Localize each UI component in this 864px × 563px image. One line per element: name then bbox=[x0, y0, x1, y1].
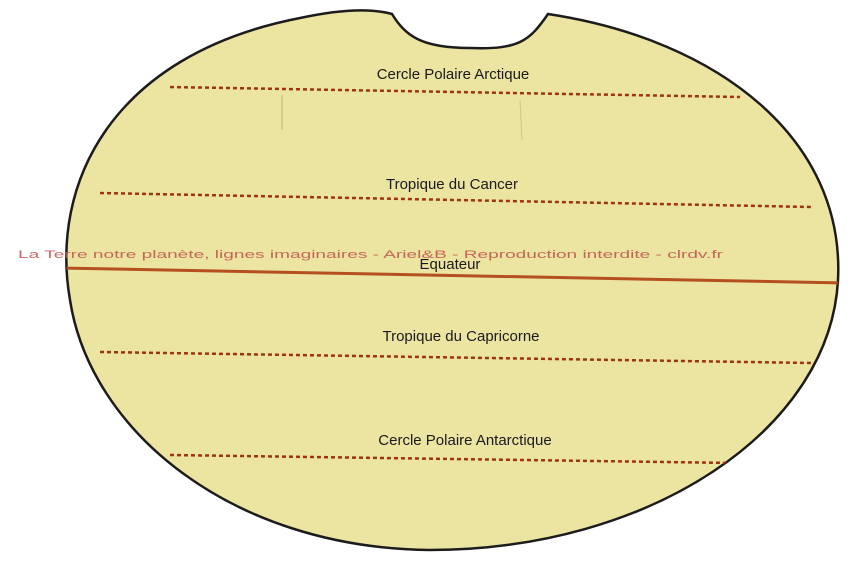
tropic-of-capricorn-label: Tropique du Capricorne bbox=[382, 328, 539, 345]
arctic-circle-label: Cercle Polaire Arctique bbox=[377, 66, 530, 83]
earth-shape bbox=[65, 9, 840, 552]
tropic-of-cancer-label: Tropique du Cancer bbox=[386, 176, 518, 193]
equator-label: Equateur bbox=[420, 256, 481, 273]
watermark-text: La Terre notre planète, lignes imaginair… bbox=[18, 249, 724, 261]
equator-line bbox=[66, 266, 839, 285]
antarctic-circle-label: Cercle Polaire Antarctique bbox=[378, 432, 551, 449]
scan-mark bbox=[519, 99, 523, 141]
antarctic-circle-line bbox=[169, 453, 736, 465]
